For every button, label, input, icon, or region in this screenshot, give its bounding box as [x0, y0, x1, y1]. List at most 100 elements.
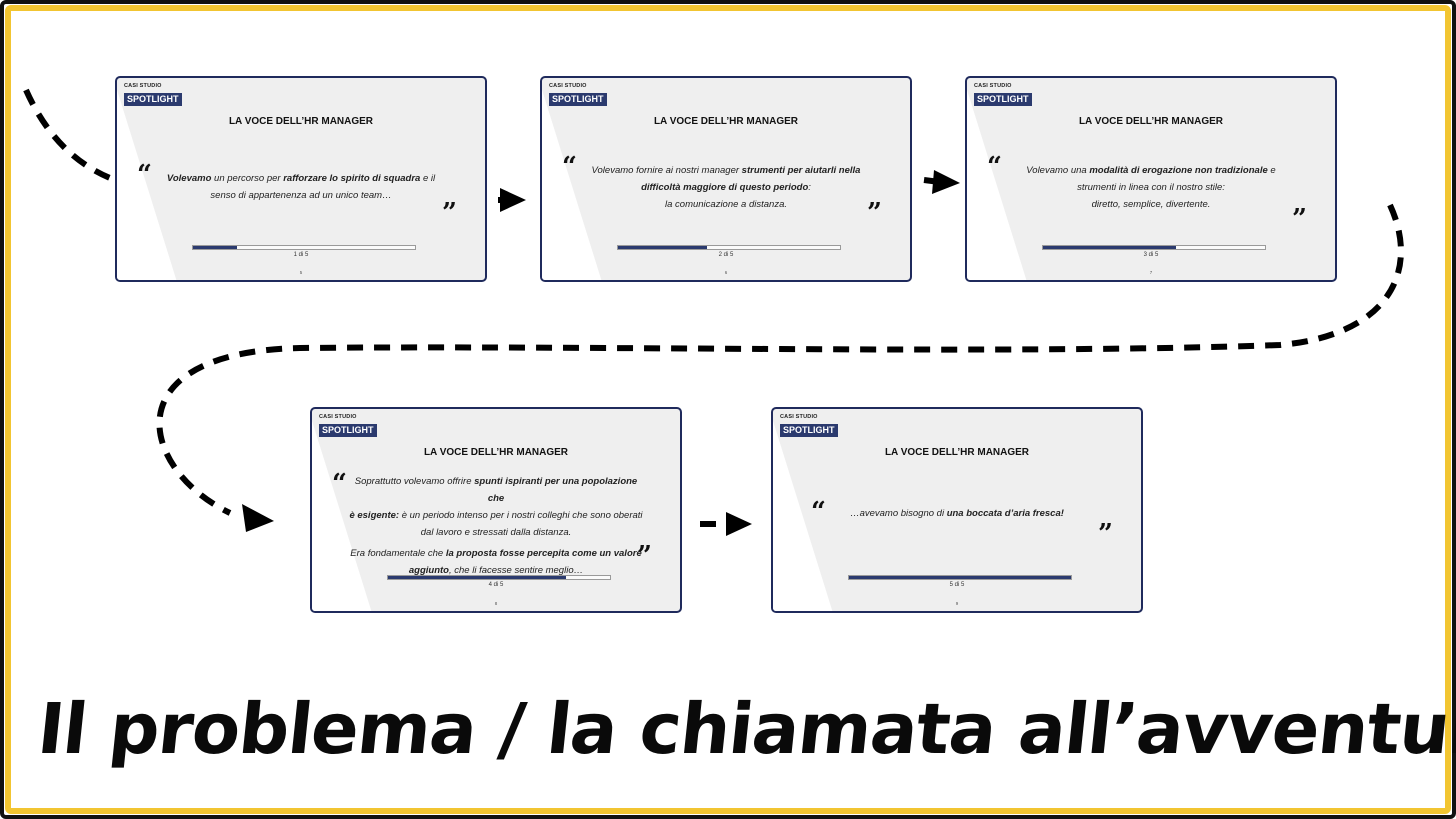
quote-emphasis: difficoltà maggiore di questo periodo — [641, 182, 809, 193]
progress-fill — [193, 246, 238, 249]
open-quote-mark: “ — [137, 160, 152, 190]
category-label: CASI STUDIO — [974, 83, 1012, 89]
spotlight-badge: SPOTLIGHT — [319, 424, 377, 437]
spotlight-badge: SPOTLIGHT — [974, 93, 1032, 106]
progress-fill — [388, 576, 566, 579]
slide-card: CASI STUDIO SPOTLIGHT LA VOCE DELL’HR MANA… — [965, 76, 1337, 282]
quote-text: Volevamo una modalità di erogazione non … — [1001, 162, 1301, 213]
quote-segment: diretto, semplice, divertente. — [1091, 199, 1211, 210]
path-right-loop — [156, 203, 1404, 516]
quote-segment: Era fondamentale che — [350, 548, 446, 559]
close-quote-mark: ” — [867, 198, 882, 228]
quote-line: la comunicazione a distanza. — [576, 196, 876, 213]
quote-segment: Volevamo una — [1026, 165, 1090, 176]
quote-line: Era fondamentale che la proposta fosse p… — [346, 545, 646, 562]
slide-title: LA VOCE DELL’HR MANAGER — [423, 447, 569, 458]
slide-title: LA VOCE DELL’HR MANAGER — [653, 116, 799, 127]
category-label: CASI STUDIO — [780, 414, 818, 420]
page-number: 9 — [955, 601, 959, 606]
quote-segment: senso di appartenenza ad un unico team… — [210, 190, 392, 201]
quote-line: è esigente: è un periodo intenso per i n… — [346, 507, 646, 524]
quote-emphasis: la proposta fosse percepita come un valo… — [445, 548, 642, 559]
open-quote-mark: “ — [562, 152, 577, 182]
quote-line: dal lavoro e stressati dalla distanza. — [346, 524, 646, 541]
progress-label: 1 di 5 — [293, 252, 309, 258]
progress-label: 3 di 5 — [1143, 252, 1159, 258]
close-quote-mark: ” — [1098, 519, 1113, 549]
spotlight-badge: SPOTLIGHT — [124, 93, 182, 106]
quote-emphasis: rafforzare lo spirito di squadra — [283, 173, 421, 184]
progress-track — [1042, 245, 1266, 250]
progress-track — [848, 575, 1072, 580]
progress-label: 5 di 5 — [949, 582, 965, 588]
quote-line: Soprattutto volevamo offrire spunti ispi… — [346, 473, 646, 507]
quote-line: difficoltà maggiore di questo periodo: — [576, 179, 876, 196]
background-wedge — [967, 89, 1027, 280]
quote-line: diretto, semplice, divertente. — [1001, 196, 1301, 213]
quote-text: Soprattutto volevamo offrire spunti ispi… — [346, 473, 646, 579]
quote-segment: Volevamo fornire ai nostri manager — [591, 165, 742, 176]
quote-segment: , che li facesse sentire meglio… — [448, 565, 584, 576]
quote-emphasis: spunti ispiranti per una popolazione che — [474, 476, 638, 504]
arrow-head-2 — [932, 170, 960, 194]
progress-fill — [1043, 246, 1177, 249]
arrow-head-4 — [726, 512, 752, 536]
quote-emphasis: aggiunto — [408, 565, 449, 576]
progress-label: 2 di 5 — [718, 252, 734, 258]
page-number: 8 — [494, 601, 498, 606]
slide-card: CASI STUDIO SPOTLIGHT LA VOCE DELL’HR MANA… — [540, 76, 912, 282]
background-wedge-shape — [967, 89, 1027, 280]
inner-frame — [5, 5, 1451, 814]
progress-track — [387, 575, 611, 580]
spotlight-badge: SPOTLIGHT — [549, 93, 607, 106]
page-heading: Il problema / la chiamata all’avventura — [34, 688, 1456, 770]
quote-line: Volevamo una modalità di erogazione non … — [1001, 162, 1301, 179]
quote-text: Volevamo un percorso per rafforzare lo s… — [151, 170, 451, 204]
open-quote-mark: “ — [987, 152, 1002, 182]
close-quote-mark: ” — [1292, 204, 1307, 234]
slide-card: CASI STUDIO SPOTLIGHT LA VOCE DELL’HR MANA… — [310, 407, 682, 613]
quote-emphasis: modalità di erogazione non tradizionale — [1089, 165, 1268, 176]
arrow-head-1 — [500, 188, 526, 212]
quote-emphasis: strumenti per aiutarli nella — [741, 165, 861, 176]
background-wedge — [117, 89, 177, 280]
arrow-head-3 — [242, 504, 274, 532]
quote-line: Volevamo un percorso per rafforzare lo s… — [151, 170, 451, 187]
progress-fill — [849, 576, 1071, 579]
quote-segment: …avevamo bisogno di — [850, 508, 947, 519]
progress-label: 4 di 5 — [488, 582, 504, 588]
background-wedge — [542, 89, 602, 280]
spotlight-badge: SPOTLIGHT — [780, 424, 838, 437]
page-number: 5 — [299, 270, 303, 275]
quote-segment: : — [808, 182, 811, 193]
slide-title: LA VOCE DELL’HR MANAGER — [1078, 116, 1224, 127]
progress-fill — [618, 246, 707, 249]
quote-segment: e — [1267, 165, 1276, 176]
quote-segment: dal lavoro e stressati dalla distanza. — [420, 527, 572, 538]
category-label: CASI STUDIO — [319, 414, 357, 420]
open-quote-mark: “ — [332, 469, 347, 499]
progress-track — [617, 245, 841, 250]
background-wedge-shape — [773, 420, 833, 611]
category-label: CASI STUDIO — [124, 83, 162, 89]
page-number: 7 — [1149, 270, 1153, 275]
background-wedge — [773, 420, 833, 611]
quote-line: aggiunto, che li facesse sentire meglio… — [346, 562, 646, 579]
quote-segment: Soprattutto volevamo offrire — [354, 476, 475, 487]
quote-text: …avevamo bisogno di una boccata d’aria f… — [807, 505, 1107, 522]
slide-title: LA VOCE DELL’HR MANAGER — [228, 116, 374, 127]
quote-segment: è un periodo intenso per i nostri colleg… — [399, 510, 643, 521]
quote-line: …avevamo bisogno di una boccata d’aria f… — [807, 505, 1107, 522]
quote-segment: e il — [420, 173, 436, 184]
quote-line: Volevamo fornire ai nostri manager strum… — [576, 162, 876, 179]
category-label: CASI STUDIO — [549, 83, 587, 89]
close-quote-mark: ” — [442, 198, 457, 228]
quote-segment: un percorso per — [211, 173, 284, 184]
background-wedge — [312, 420, 372, 611]
quote-emphasis: è esigente: — [349, 510, 400, 521]
quote-text: Volevamo fornire ai nostri manager strum… — [576, 162, 876, 213]
progress-track — [192, 245, 416, 250]
